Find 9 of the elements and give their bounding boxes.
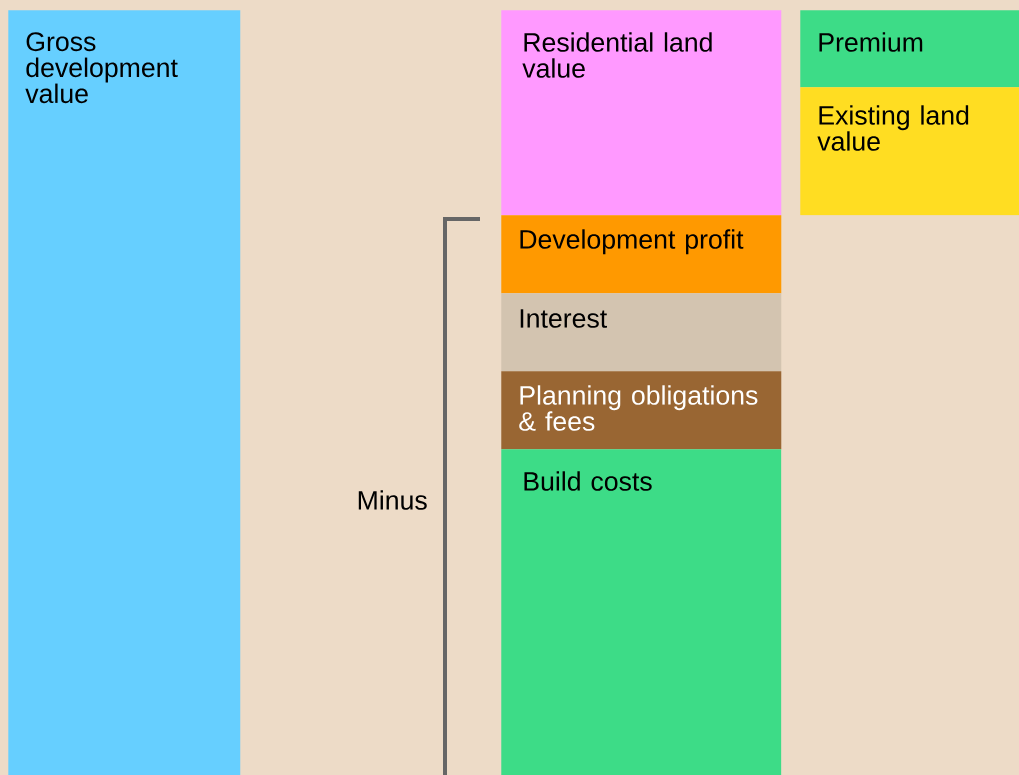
bar-block: Planning obligations & fees [501,371,782,450]
bracket-label: Minus [358,490,427,510]
bar-block: Premium [800,10,1019,88]
bar-block: Interest [501,293,782,372]
bar-block: Residential land value [501,10,782,216]
bar-block: Existing land value [800,87,1019,216]
bar-block: Gross development value [8,10,241,775]
bar-block: Development profit [501,215,782,294]
bar-block: Build costs [501,449,782,775]
